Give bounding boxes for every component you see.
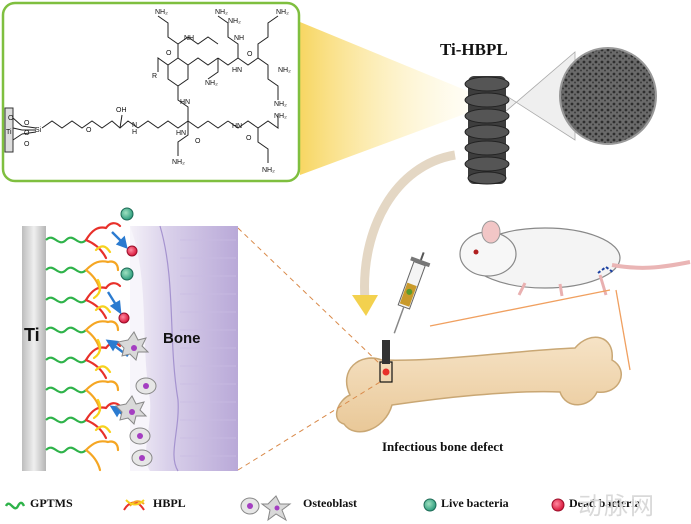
atom-label: NH₂: [274, 113, 287, 120]
atom-label: O: [24, 141, 30, 148]
atom-label: Ti: [6, 129, 12, 136]
atom-label: NH₂: [274, 101, 287, 108]
atom-label: NH: [184, 35, 194, 42]
bone-label: Bone: [163, 330, 201, 347]
atom-label: O: [166, 50, 172, 57]
mouse-icon: [459, 220, 691, 297]
atom-label: O: [86, 127, 92, 134]
atom-label: HN: [232, 67, 242, 74]
legend-hbpl: HBPL: [153, 496, 186, 510]
atom-label: NH: [234, 35, 244, 42]
atom-label: NH₂: [278, 67, 291, 74]
dead-bacteria-legend-icon: [551, 498, 565, 512]
atom-label: R: [152, 73, 157, 80]
titanium-label: Ti: [24, 325, 40, 345]
osteoblast-icon: [114, 331, 157, 467]
femur-bone: [335, 336, 622, 433]
atom-label: NH₂: [262, 167, 275, 174]
atom-label: O: [247, 51, 253, 58]
zoom-beam: [300, 22, 470, 175]
hbpl-branches: [84, 222, 122, 472]
atom-label: HN: [176, 130, 186, 137]
screw-icon: [464, 76, 510, 185]
atom-label: H: [132, 129, 137, 136]
atom-label: OH: [116, 107, 127, 114]
atom-label: NH₂: [155, 9, 168, 16]
legend-dead-bacteria: Dead bacteria: [569, 496, 641, 510]
atom-label: N: [132, 122, 137, 129]
atom-label: HN: [180, 99, 190, 106]
legend-osteoblast: Osteoblast: [303, 496, 357, 510]
chem-structure-frame: [1, 1, 301, 183]
atom-label: O: [195, 138, 201, 145]
atom-label: NH₂: [215, 9, 228, 16]
syringe-icon: [393, 252, 431, 334]
atom-label: NH₂: [205, 80, 218, 87]
legend-live-bacteria: Live bacteria: [441, 496, 509, 510]
titanium-surface: [22, 226, 46, 471]
atom-label: O: [246, 135, 252, 142]
live-bacteria-legend-icon: [423, 498, 437, 512]
watermark: 动脉网: [578, 492, 656, 520]
atom-label: NH₂: [172, 159, 185, 166]
porous-surface-micrograph: [559, 47, 657, 145]
atom-label: NH₂: [228, 18, 241, 25]
atom-label: HN: [232, 123, 242, 130]
bone-interface-section: [130, 225, 238, 472]
atom-label: NH₂: [276, 9, 289, 16]
gptms-chains: [45, 236, 87, 454]
bacteria-icon: [118, 207, 138, 324]
legend: [4, 495, 565, 522]
hbpl-structure: [4, 15, 279, 163]
defect-label: Infectious bone defect: [382, 439, 504, 454]
atom-label: O: [24, 120, 30, 127]
gptms-legend-icon: [4, 501, 26, 510]
atom-label: Si: [35, 127, 42, 134]
legend-gptms: GPTMS: [30, 496, 73, 510]
implant-title: Ti-HBPL: [440, 40, 508, 59]
atom-label: O: [24, 130, 30, 137]
antibacterial-arrows: [105, 231, 133, 422]
atom-label: O: [8, 115, 14, 122]
hbpl-legend-icon: [123, 499, 145, 511]
implantation-arrow: [360, 150, 456, 301]
